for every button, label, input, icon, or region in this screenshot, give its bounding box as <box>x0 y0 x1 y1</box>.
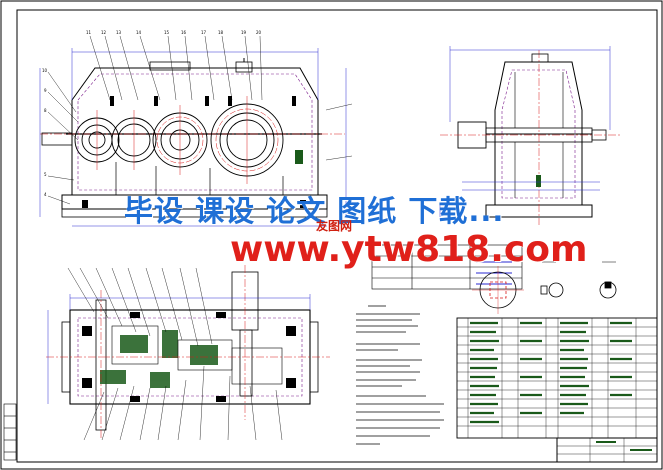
svg-text:14: 14 <box>136 30 142 35</box>
watermark-logo: 友图网 <box>316 219 353 233</box>
svg-text:17: 17 <box>201 30 207 35</box>
detail-views <box>472 261 617 314</box>
svg-text:16: 16 <box>181 30 187 35</box>
svg-text:10: 10 <box>42 68 48 73</box>
svg-text:13: 13 <box>116 30 122 35</box>
svg-text:19: 19 <box>241 30 247 35</box>
title-block <box>556 437 658 463</box>
front-view: 11 12 13 14 15 16 17 18 19 20 10 9 8 5 4 <box>39 30 353 227</box>
svg-text:12: 12 <box>101 30 107 35</box>
top-section-view <box>46 265 330 441</box>
parts-list <box>456 317 658 439</box>
svg-text:18: 18 <box>218 30 224 35</box>
svg-text:9: 9 <box>44 88 47 93</box>
side-view <box>439 46 620 225</box>
svg-text:4: 4 <box>44 192 47 197</box>
watermark-slogan: 毕设 课设 论文 图纸 下载... <box>124 194 505 228</box>
svg-text:11: 11 <box>86 30 92 35</box>
binding-strip <box>3 403 17 461</box>
svg-text:5: 5 <box>44 172 47 177</box>
technical-requirements-text <box>356 305 444 445</box>
technical-table <box>371 244 523 290</box>
svg-text:15: 15 <box>164 30 170 35</box>
sheet-inner-border <box>16 9 658 463</box>
svg-text:8: 8 <box>44 108 47 113</box>
watermark-url[interactable]: www.ytw818.com <box>230 229 588 270</box>
svg-text:20: 20 <box>256 30 262 35</box>
